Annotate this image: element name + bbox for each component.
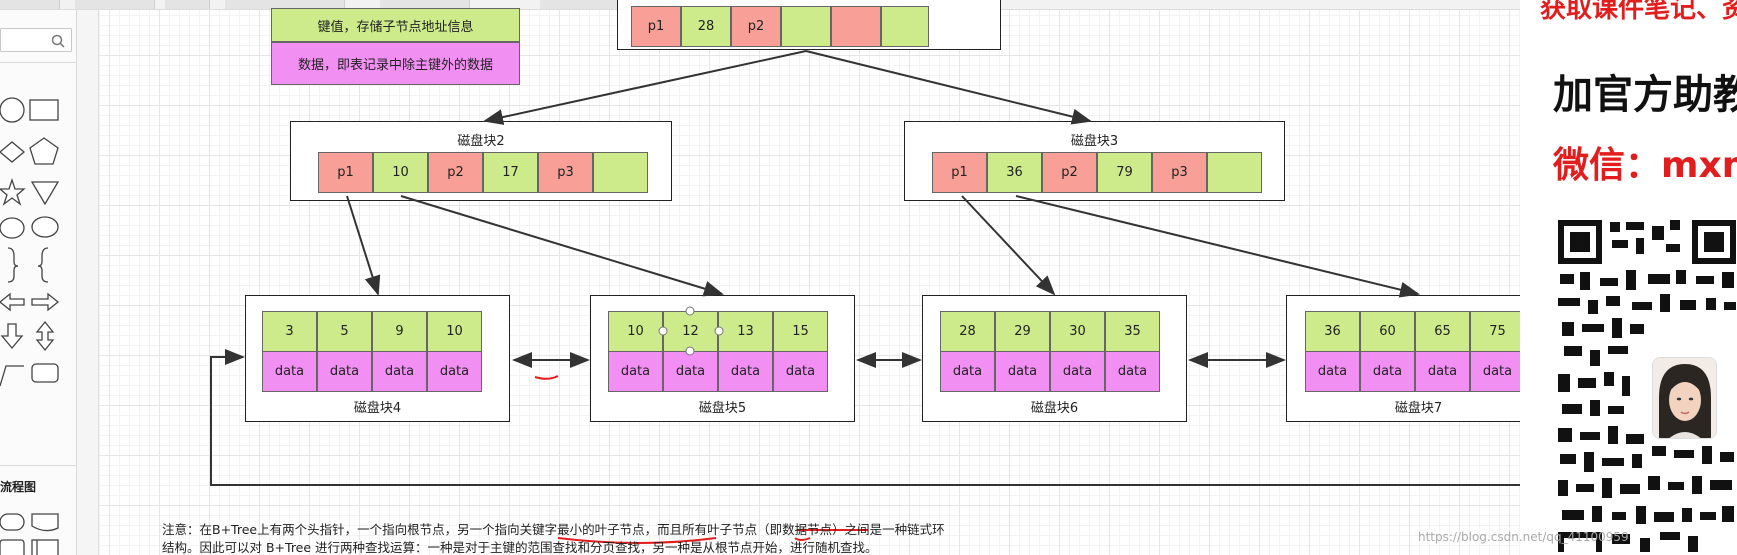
leaf-key-cell[interactable]: 13 xyxy=(718,311,773,352)
search-icon xyxy=(51,34,65,48)
leaf-key-cell[interactable]: 65 xyxy=(1415,311,1470,352)
leaf-data-cell[interactable]: data xyxy=(995,351,1050,392)
style-buttons[interactable] xyxy=(380,0,470,9)
pointer-cell[interactable]: p3 xyxy=(1152,152,1207,193)
pointer-cell[interactable]: p2 xyxy=(428,152,483,193)
promo-line-mid: 加官方助教 xyxy=(1553,72,1737,118)
leaf-key-cell[interactable]: 12 xyxy=(663,311,718,352)
flowchart-section-label[interactable]: 流程图 xyxy=(0,480,37,494)
leaf-key-cell[interactable]: 36 xyxy=(1305,311,1360,352)
note-line-1: 注意：在B+Tree上有两个头指针，一个指向根节点，另一个指向关键字最小的叶子节… xyxy=(162,522,945,537)
leaf-key-cell[interactable]: 30 xyxy=(1050,311,1105,352)
key-cell[interactable] xyxy=(593,152,648,193)
shape-search-input[interactable] xyxy=(0,28,72,52)
toolbar-segment[interactable] xyxy=(0,0,60,9)
font-size-select[interactable] xyxy=(165,0,210,9)
block-title: 磁盘块4 xyxy=(353,401,402,416)
leaf-key-cell[interactable]: 28 xyxy=(940,311,995,352)
leaf-data-cell[interactable]: data xyxy=(1360,351,1415,392)
text-format-buttons[interactable] xyxy=(225,0,345,9)
leaf-data-cell[interactable]: data xyxy=(1050,351,1105,392)
leaf-data-cell[interactable]: data xyxy=(608,351,663,392)
leaf-data-cell[interactable]: data xyxy=(1305,351,1360,392)
pointer-cell[interactable]: p3 xyxy=(538,152,593,193)
assistant-avatar xyxy=(1652,357,1717,439)
vertical-ruler xyxy=(77,10,99,555)
promo-line-top: 获取课件笔记、资 xyxy=(1540,0,1737,24)
shape-library-panel: 流程图 xyxy=(0,10,77,555)
legend-data-row[interactable]: 数据，即表记录中除主键外的数据 xyxy=(271,42,520,85)
key-cell[interactable]: 79 xyxy=(1097,152,1152,193)
block-title: 磁盘块3 xyxy=(1070,134,1119,149)
key-cell[interactable] xyxy=(881,6,929,47)
pointer-cell[interactable]: p1 xyxy=(932,152,987,193)
leaf-data-cell[interactable]: data xyxy=(663,351,718,392)
key-cell[interactable]: 17 xyxy=(483,152,538,193)
key-cell[interactable] xyxy=(1207,152,1262,193)
leaf-data-cell[interactable]: data xyxy=(262,351,317,392)
key-cell[interactable]: 36 xyxy=(987,152,1042,193)
leaf-key-cell[interactable]: 10 xyxy=(608,311,663,352)
leaf-key-cell[interactable]: 5 xyxy=(317,311,372,352)
basic-shapes-grid[interactable] xyxy=(0,96,72,396)
pointer-cell[interactable]: p2 xyxy=(1042,152,1097,193)
leaf-data-cell[interactable]: data xyxy=(773,351,828,392)
leaf-key-cell[interactable]: 35 xyxy=(1105,311,1160,352)
key-cell[interactable]: 10 xyxy=(373,152,428,193)
key-cell[interactable] xyxy=(781,6,831,47)
block-title: 磁盘块6 xyxy=(1030,401,1079,416)
leaf-key-cell[interactable]: 9 xyxy=(372,311,427,352)
leaf-key-cell[interactable]: 15 xyxy=(773,311,828,352)
leaf-data-cell[interactable]: data xyxy=(1415,351,1470,392)
block-title: 磁盘块2 xyxy=(457,134,505,149)
leaf-data-cell[interactable]: data xyxy=(372,351,427,392)
leaf-key-cell[interactable]: 75 xyxy=(1470,311,1525,352)
note-line-2: 结构。因此可以对 B+Tree 进行两种查找运算：一种是对于主键的范围查找和分页… xyxy=(162,540,878,555)
leaf-key-cell[interactable]: 60 xyxy=(1360,311,1415,352)
block-title: 磁盘块7 xyxy=(1394,401,1443,416)
promo-line-wechat: 微信：mxm xyxy=(1553,145,1737,186)
leaf-key-cell[interactable]: 29 xyxy=(995,311,1050,352)
font-select[interactable] xyxy=(75,0,155,9)
pointer-cell[interactable] xyxy=(831,6,881,47)
leaf-data-cell[interactable]: data xyxy=(1105,351,1160,392)
key-cell[interactable]: 28 xyxy=(681,6,731,47)
block-title: 磁盘块5 xyxy=(698,401,747,416)
diagram-canvas[interactable] xyxy=(99,10,1520,555)
leaf-data-cell[interactable]: data xyxy=(427,351,482,392)
promo-panel: 获取课件笔记、资 加官方助教 微信：mxm xyxy=(1520,0,1737,555)
leaf-data-cell[interactable]: data xyxy=(317,351,372,392)
leaf-key-cell[interactable]: 10 xyxy=(427,311,482,352)
pointer-cell[interactable]: p1 xyxy=(318,152,373,193)
pointer-cell[interactable]: p1 xyxy=(631,6,681,47)
leaf-data-cell[interactable]: data xyxy=(718,351,773,392)
leaf-data-cell[interactable]: data xyxy=(1470,351,1525,392)
legend-key-row[interactable]: 键值，存储子节点地址信息 xyxy=(271,8,520,42)
watermark: https://blog.csdn.net/qq_41100959 xyxy=(1418,530,1629,544)
flowchart-shapes-grid[interactable] xyxy=(0,510,72,555)
pointer-cell[interactable]: p2 xyxy=(731,6,781,47)
leaf-data-cell[interactable]: data xyxy=(940,351,995,392)
leaf-key-cell[interactable]: 3 xyxy=(262,311,317,352)
